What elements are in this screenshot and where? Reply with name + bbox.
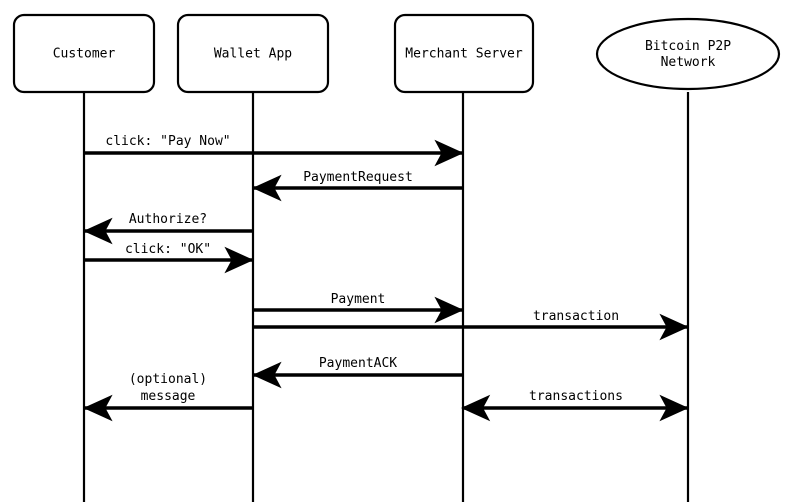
participant-label-wallet: Wallet App — [214, 46, 292, 61]
participant-shape-rect-wallet — [176, 13, 330, 94]
message-m8[interactable]: (optional)message — [83, 372, 253, 422]
participant-wallet[interactable]: Wallet App — [176, 13, 330, 94]
message-m3[interactable]: Authorize? — [83, 212, 253, 245]
message-label-m9: transactions — [529, 389, 623, 404]
message-m4[interactable]: click: "OK" — [84, 242, 254, 274]
message-m5[interactable]: Payment — [253, 292, 464, 324]
message-label-m5: Payment — [331, 292, 386, 307]
message-label-m2: PaymentRequest — [303, 170, 413, 185]
message-label-m7: PaymentACK — [319, 356, 397, 371]
message-label-m8: (optional)message — [129, 372, 207, 404]
participant-label-customer: Customer — [53, 46, 116, 61]
message-label-m3: Authorize? — [129, 212, 207, 227]
message-m6[interactable]: transaction — [253, 309, 689, 341]
participants-layer: Customer Wallet App Merchant Server Bitcoin… — [12, 13, 781, 94]
message-label-m4: click: "OK" — [125, 242, 211, 257]
participant-merchant[interactable]: Merchant Server — [393, 13, 535, 94]
participant-label-merchant: Merchant Server — [405, 46, 523, 61]
participant-shape-rect-merchant — [393, 13, 535, 94]
message-m7[interactable]: PaymentACK — [252, 356, 463, 389]
message-label-m1: click: "Pay Now" — [105, 134, 230, 149]
participant-shape-rect-customer — [12, 13, 156, 94]
messages-layer: click: "Pay Now" PaymentRequestAuthorize?… — [83, 134, 689, 422]
message-m2[interactable]: PaymentRequest — [252, 170, 463, 202]
participant-shape-ellipse-network — [595, 17, 781, 91]
message-m1[interactable]: click: "Pay Now" — [84, 134, 464, 167]
message-label-m6: transaction — [533, 309, 619, 324]
message-m9[interactable]: transactions — [460, 389, 689, 422]
participant-customer[interactable]: Customer — [12, 13, 156, 94]
